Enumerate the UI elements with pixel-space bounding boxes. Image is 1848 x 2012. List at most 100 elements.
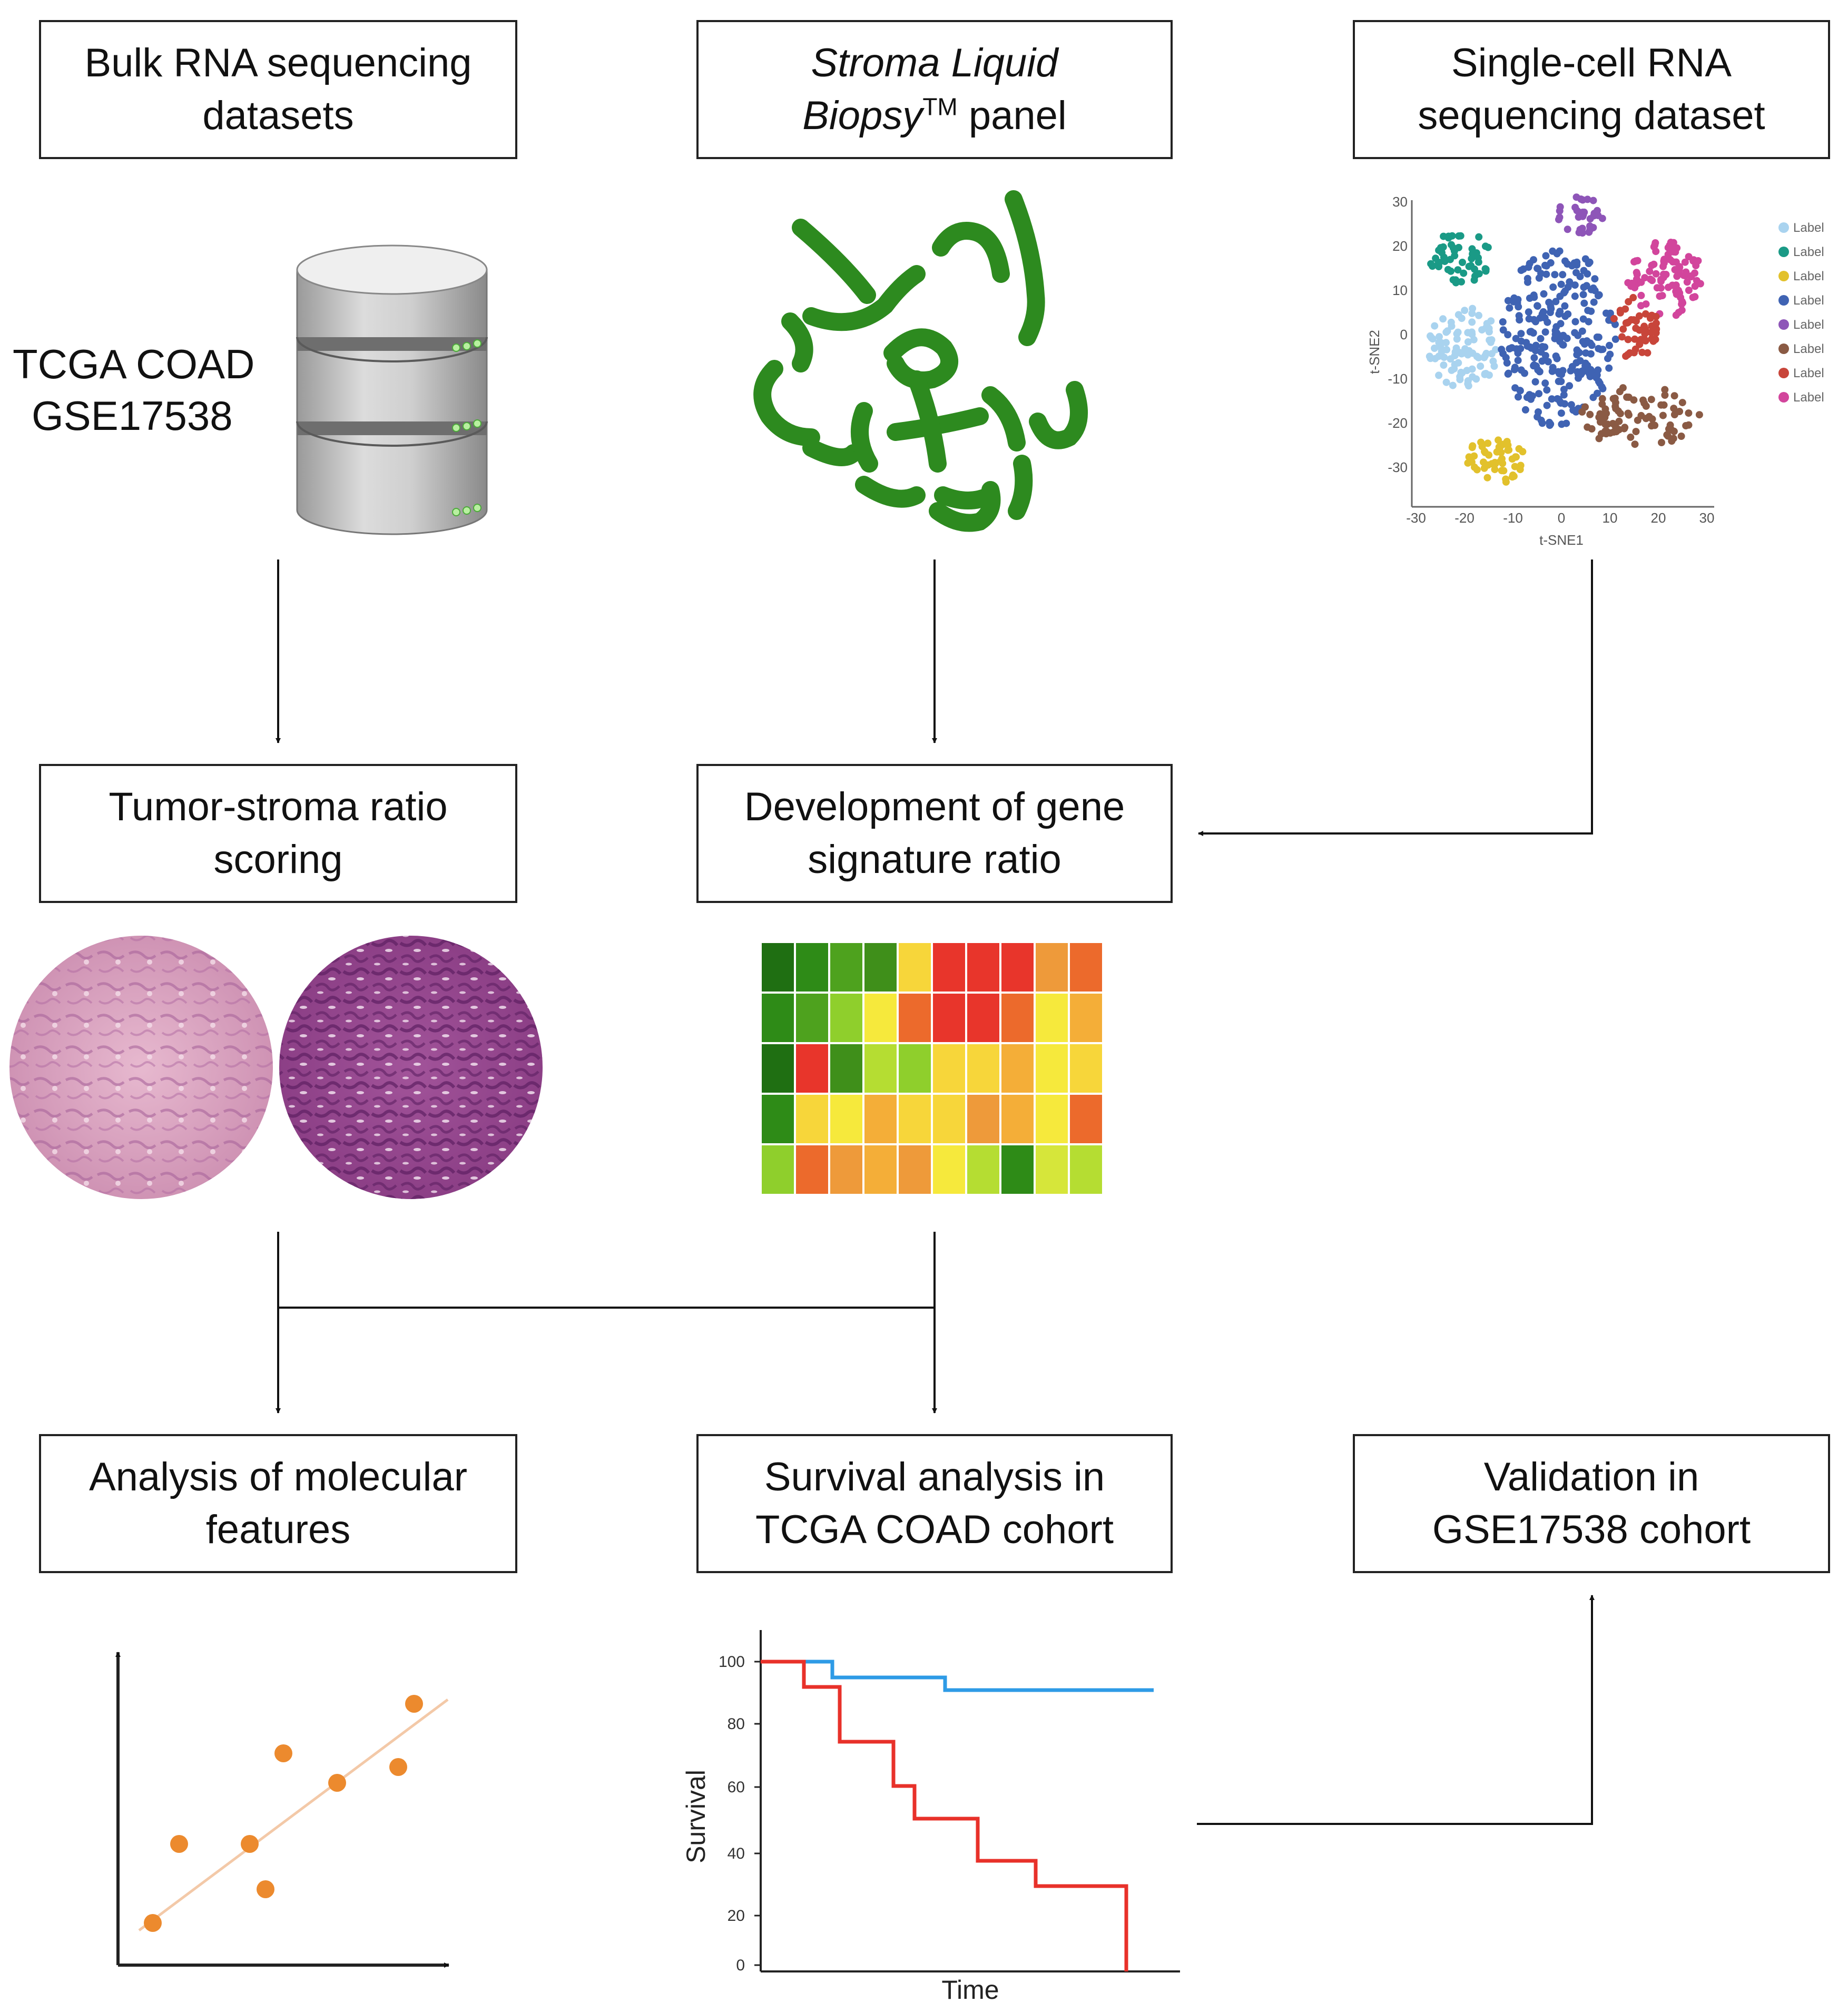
tsne-point: [1544, 358, 1552, 366]
tsne-point: [1515, 393, 1522, 401]
tsne-point: [1443, 327, 1451, 335]
tsne-point: [1468, 245, 1476, 253]
tsne-point: [1631, 345, 1639, 353]
gene-signature-box: Development of gene signature ratio: [696, 764, 1173, 903]
tsne-xtick: 0: [1558, 510, 1565, 526]
dataset-tcga: TCGA COAD: [13, 341, 255, 387]
tsne-point: [1548, 395, 1556, 403]
tsne-point: [1499, 459, 1507, 467]
tsne-point: [1642, 300, 1650, 308]
tsne-point: [1625, 298, 1633, 306]
tsne-point: [1564, 225, 1571, 233]
heatmap-cell: [1068, 1143, 1104, 1196]
tsne-point: [1427, 332, 1434, 340]
survival-ytick: 0: [736, 1957, 745, 1974]
heatmap-cell: [931, 941, 967, 994]
tsne-point: [1695, 411, 1703, 419]
heatmap-cell: [999, 992, 1036, 1044]
tsne-point: [1449, 381, 1457, 389]
legend-label: Label: [1793, 293, 1824, 308]
tsne-point: [1691, 282, 1699, 290]
tsne-point: [1435, 339, 1443, 347]
heatmap-cell: [828, 1042, 864, 1095]
tsne-point: [1483, 474, 1491, 482]
heatmap-cell: [897, 941, 933, 994]
tsne-xtick: 30: [1699, 510, 1715, 526]
tsne-point: [1566, 382, 1574, 390]
tsne-point: [1571, 329, 1579, 337]
tsne-point: [1475, 270, 1483, 278]
tsne-point: [1442, 378, 1450, 386]
tsne-point: [1481, 242, 1489, 250]
tsne-point: [1511, 366, 1518, 374]
tsne-point: [1426, 352, 1433, 360]
legend-swatch: [1778, 295, 1789, 306]
tsne-point: [1538, 310, 1546, 318]
tsne-point: [1465, 453, 1473, 461]
heatmap-cell: [1034, 1042, 1070, 1095]
tsne-point: [1584, 307, 1592, 315]
tsne-point: [1682, 268, 1690, 276]
stroma-panel-box: Stroma Liquid BiopsyTM panel: [696, 20, 1173, 159]
tsne-point: [1468, 255, 1476, 262]
tsne-point: [1579, 291, 1587, 299]
heatmap-cell: [965, 992, 1001, 1044]
scatter-point: [274, 1744, 292, 1762]
tsne-point: [1542, 252, 1550, 260]
tsne-point: [1579, 212, 1587, 220]
tsne-point: [1516, 316, 1523, 324]
tsne-point: [1459, 259, 1466, 266]
heatmap-cell: [828, 1143, 864, 1196]
tsne-point: [1589, 197, 1597, 204]
tsne-point: [1460, 269, 1468, 277]
tsne-point: [1590, 298, 1598, 306]
tsne-point: [1587, 286, 1595, 293]
tsne-point: [1482, 267, 1490, 275]
tsne-point: [1577, 228, 1585, 235]
tsne-point: [1448, 241, 1455, 249]
tsne-ytick: -30: [1388, 459, 1408, 475]
legend-swatch: [1778, 222, 1789, 233]
tsne-point: [1557, 378, 1565, 385]
single-cell-line2: sequencing dataset: [1418, 93, 1765, 138]
tsne-point: [1611, 399, 1619, 407]
tsne-point: [1488, 336, 1496, 344]
tsne-point: [1661, 386, 1669, 394]
tsne-point: [1632, 325, 1640, 332]
tsne-point: [1437, 244, 1444, 252]
tsne-point: [1499, 318, 1507, 326]
tsne-point: [1450, 365, 1458, 373]
tsne-point: [1538, 419, 1546, 427]
tsne-point: [1658, 439, 1665, 446]
tsne-point: [1652, 239, 1659, 247]
bulk-rna-box: Bulk RNA sequencing datasets: [39, 20, 517, 159]
tsne-point: [1456, 349, 1463, 357]
tsne-point: [1455, 232, 1463, 240]
heatmap-cell: [965, 1042, 1001, 1095]
tsne-point: [1495, 436, 1502, 444]
tsne-ytick: -20: [1388, 415, 1408, 431]
heatmap-cell: [1034, 1093, 1070, 1145]
tsne-point: [1685, 287, 1693, 294]
tsne-point: [1606, 350, 1614, 358]
tsne-point: [1435, 352, 1443, 360]
heatmap-cell: [1068, 1093, 1104, 1145]
tsne-point: [1488, 350, 1496, 358]
stroma-panel-biopsy: Biopsy: [802, 93, 923, 138]
tsne-point: [1681, 258, 1689, 266]
tsne-point: [1641, 310, 1649, 318]
heatmap-cell: [897, 1093, 933, 1145]
tsne-point: [1472, 375, 1480, 383]
tsne-point: [1611, 335, 1619, 343]
tsne-point: [1514, 357, 1522, 365]
heatmap-cell: [828, 992, 864, 1044]
tsne-point: [1530, 291, 1538, 299]
tsne-point: [1477, 438, 1485, 446]
tsne-point: [1491, 458, 1499, 466]
heatmap-cell: [897, 1143, 933, 1196]
tsne-point: [1586, 410, 1594, 418]
tsne-point: [1561, 287, 1569, 295]
heatmap-cell: [862, 1042, 899, 1095]
tsne-point: [1637, 411, 1645, 419]
